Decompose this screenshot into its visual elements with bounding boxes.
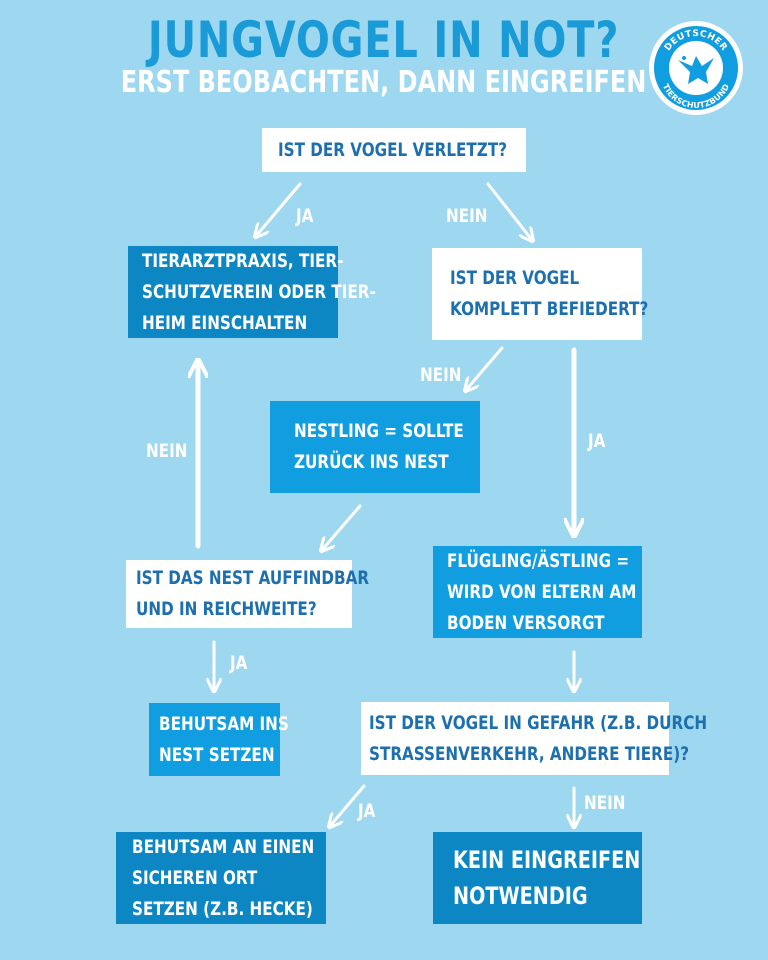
node-question-feathered: IST DER VOGEL KOMPLETT BEFIEDERT? (432, 248, 648, 340)
edge-label-danger-yes: JA (358, 800, 376, 822)
node-fledgling: FLÜGLING/ÄSTLING = WIRD VON ELTERN AM BO… (433, 546, 642, 638)
node-no-action: KEIN EINGREIFEN NOTWENDIG (433, 832, 642, 924)
arrow-injured-yes (256, 182, 302, 236)
arrow-danger-yes (330, 784, 366, 826)
arrow-nestling-to-nest (322, 504, 362, 550)
edge-label-feathered-yes: JA (588, 430, 606, 452)
arrow-feathered-no (466, 346, 504, 390)
node-question-injured: IST DER VOGEL VERLETZT? (262, 128, 526, 172)
edge-label-nest-yes: JA (230, 652, 248, 674)
edge-label-injured-no: NEIN (446, 205, 488, 227)
page-title: JUNGVOGEL IN NOT? (148, 11, 620, 69)
node-question-nest-reachable: IST DAS NEST AUFFINDBAR UND IN REICHWEIT… (126, 560, 369, 628)
node-put-in-nest: BEHUTSAM INS NEST SETZEN (149, 703, 289, 776)
edge-label-feathered-no: NEIN (420, 364, 462, 386)
arrow-injured-no (486, 182, 532, 240)
edge-label-danger-no: NEIN (584, 792, 626, 814)
bird-logo-icon: DEUTSCHER TIERSCHUTZBUND (649, 21, 743, 115)
node-question-danger: IST DER VOGEL IN GEFAHR (Z.B. DURCH STRA… (361, 702, 707, 775)
edge-label-nest-no: NEIN (146, 440, 188, 462)
node-vet-contact: TIERARZTPRAXIS, TIER- SCHUTZVEREIN ODER … (128, 246, 376, 338)
page-subtitle: ERST BEOBACHTEN, DANN EINGREIFEN (121, 65, 647, 100)
edge-label-injured-yes: JA (296, 205, 314, 227)
node-nestling: NESTLING = SOLLTE ZURÜCK INS NEST (270, 401, 480, 493)
node-safe-place: BEHUTSAM AN EINEN SICHEREN ORT SETZEN (Z… (116, 832, 326, 924)
